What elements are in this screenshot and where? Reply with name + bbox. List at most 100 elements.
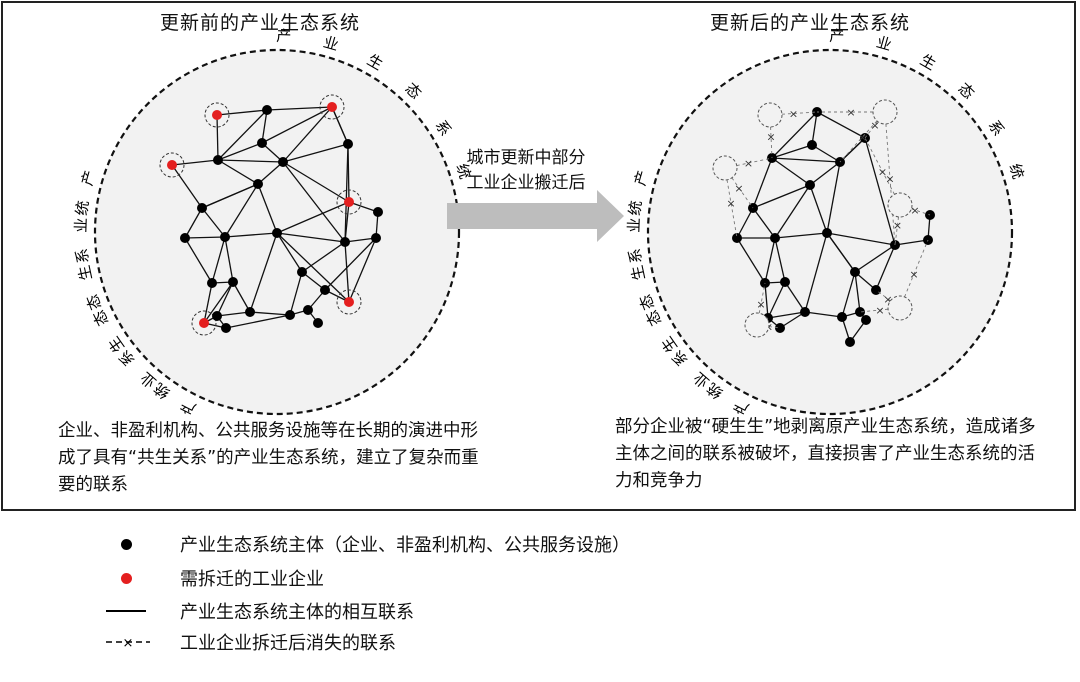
ring-label-char: 态 — [83, 292, 105, 312]
lost-link-x-mark: × — [726, 197, 735, 210]
network-link — [804, 311, 843, 318]
lost-link — [899, 204, 931, 216]
ecosystem-node — [207, 278, 217, 288]
ecosystem-node — [228, 277, 238, 287]
network-link — [752, 157, 773, 209]
ring-label-char: 态 — [89, 307, 112, 328]
ring-label-char: 业 — [321, 33, 340, 54]
before-description: 企业、非盈利机构、公共服务设施等在长期的演进中形成了具有“共生关系”的产业生态系… — [58, 421, 479, 495]
transition-label: 城市更新中部分 工业企业搬迁后 — [446, 146, 606, 196]
lost-link-x-mark: × — [883, 293, 892, 306]
ecosystem-node — [313, 318, 323, 328]
diagram-frame — [1, 1, 1076, 511]
ring-label-char: 产 — [276, 27, 292, 46]
ecosystem-node — [373, 207, 383, 217]
network-link — [826, 232, 856, 273]
ecosystem-node — [253, 179, 263, 189]
network-link — [282, 143, 349, 163]
network-link — [875, 244, 896, 291]
ring-label-char: 统 — [1006, 161, 1028, 181]
ecosystem-node — [220, 232, 230, 242]
network-link — [201, 183, 259, 209]
ring-label-char: 统 — [73, 200, 93, 217]
relocation-ring — [159, 152, 185, 178]
network-link — [752, 207, 776, 239]
after-network: ×××××××××××××××××× — [712, 99, 935, 347]
ecosystem-node — [278, 157, 288, 167]
ring-label-char: 生 — [75, 264, 96, 282]
ring-label-char: 产 — [730, 395, 752, 418]
ring-label-char: 生 — [917, 51, 939, 74]
network-link — [764, 237, 776, 284]
network-link — [826, 161, 841, 234]
before-title: 更新前的产业生态系统 — [160, 12, 361, 34]
relocated-enterprise-node — [167, 160, 177, 170]
network-link — [217, 159, 284, 163]
lost-link-x-mark: × — [885, 173, 894, 186]
removed-enterprise-ring — [887, 192, 913, 218]
lost-link-x-mark: × — [909, 268, 918, 281]
legend-label: 需拆迁的工业企业 — [180, 569, 324, 590]
network-link — [217, 159, 259, 185]
ring-label-char: 统 — [453, 161, 475, 181]
network-link — [894, 239, 929, 246]
network-link — [344, 143, 349, 243]
network-link — [767, 281, 786, 319]
after-title: 更新后的产业生态系统 — [710, 12, 911, 34]
network-link — [266, 106, 333, 111]
network-link — [216, 281, 234, 317]
network-link — [184, 207, 203, 239]
network-link — [344, 237, 377, 243]
network-link — [201, 207, 226, 238]
relocation-ring — [336, 189, 362, 215]
ecosystem-node — [180, 233, 190, 243]
network-link — [217, 109, 268, 161]
lost-link-x-mark: × — [789, 108, 798, 121]
network-link — [752, 184, 811, 209]
ring-label-char: 业 — [625, 217, 644, 233]
legend-dashed-x-symbol: × — [106, 636, 150, 651]
ring-label-char: 系 — [626, 247, 646, 264]
ring-label-char: 业 — [72, 217, 91, 233]
network-link — [771, 111, 818, 159]
network-link — [764, 282, 769, 319]
network-link — [289, 271, 303, 316]
network-link — [811, 111, 818, 146]
network-link — [216, 109, 268, 116]
ecosystem-node — [212, 311, 222, 321]
network-link — [276, 232, 303, 273]
legend-label: 工业企业拆迁后消失的联系 — [180, 633, 396, 654]
legend-item-relocated: 需拆迁的工业企业 — [100, 564, 324, 592]
ecosystem-node — [213, 155, 223, 165]
ecosystem-node — [807, 140, 817, 150]
network-link — [257, 161, 284, 185]
lost-link-x-mark: × — [734, 182, 743, 195]
relocation-ring — [191, 310, 217, 336]
network-link — [203, 281, 234, 324]
ecosystem-node — [775, 323, 785, 333]
network-link — [203, 282, 213, 324]
after-description: 部分企业被“硬生生”地剥离原产业生态系统，造成诸多主体之间的联系被破坏，直接损害… — [615, 417, 1036, 491]
removed-enterprise-ring — [757, 102, 783, 128]
ecosystem-node — [822, 228, 832, 238]
ecosystem-node — [285, 310, 295, 320]
before-network — [159, 94, 383, 336]
network-link — [816, 111, 866, 139]
ecosystem-node — [800, 307, 810, 317]
ring-label-char: 系 — [432, 117, 455, 139]
ecosystem-node — [343, 139, 353, 149]
network-link — [216, 311, 251, 317]
ecosystem-node — [262, 105, 272, 115]
relocated-enterprise-node — [212, 110, 222, 120]
ecosystem-node — [297, 267, 307, 277]
network-link — [348, 201, 379, 213]
relocated-enterprise-node — [327, 102, 337, 112]
network-link — [854, 271, 861, 313]
network-link — [261, 106, 333, 144]
network-link — [276, 232, 346, 243]
ring-label-char: 态 — [955, 79, 978, 102]
network-link — [736, 237, 766, 284]
transition-label-line2: 工业企业搬迁后 — [466, 173, 586, 193]
ecosystem-node — [221, 323, 231, 333]
